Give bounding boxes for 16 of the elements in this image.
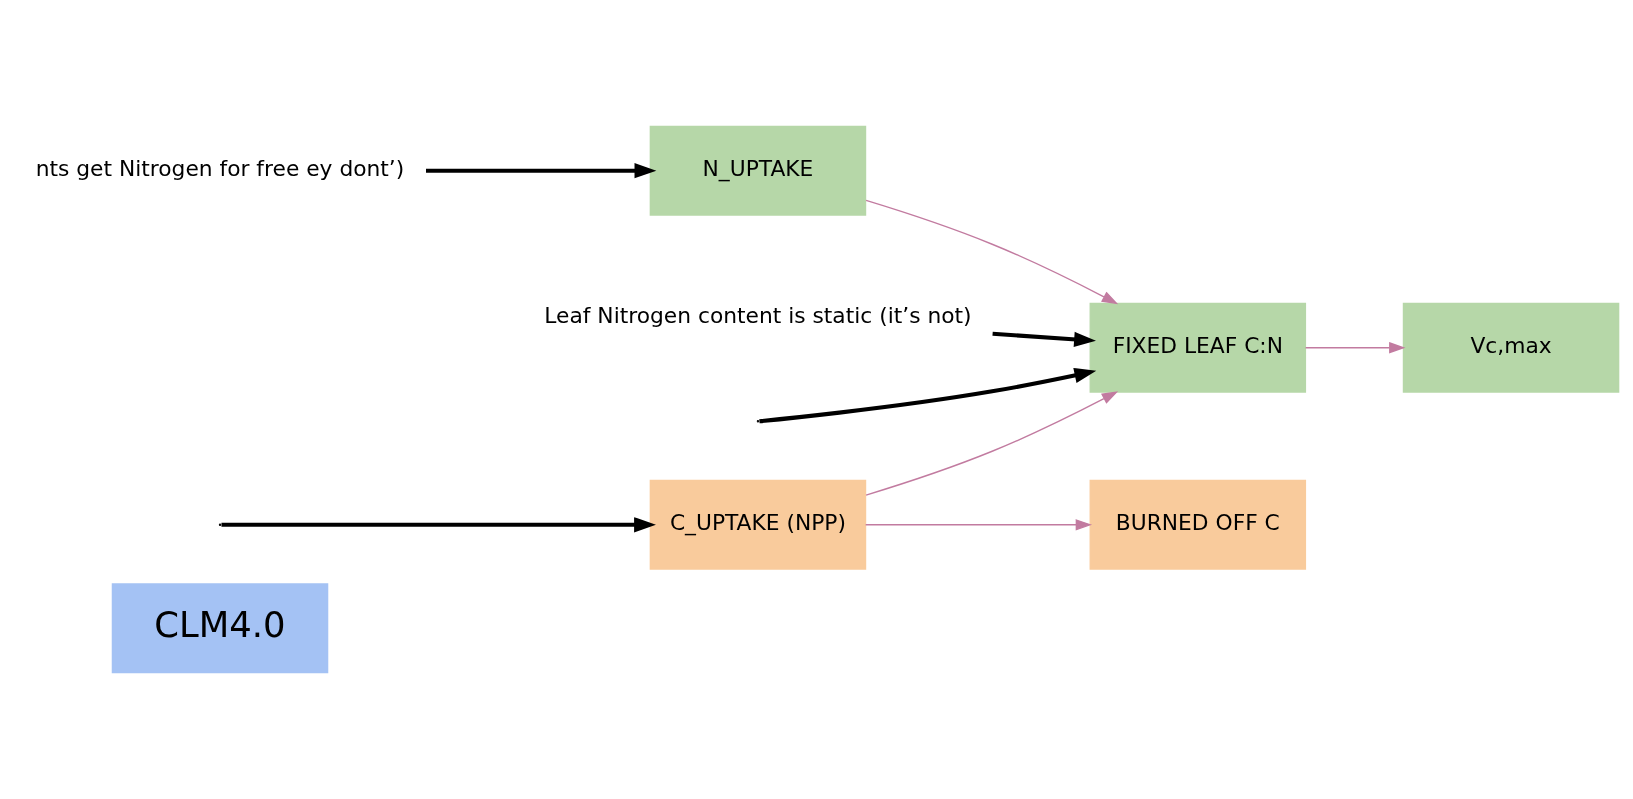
arrow xyxy=(221,517,656,533)
arrow xyxy=(1304,342,1406,354)
arrow xyxy=(426,163,657,179)
arrow xyxy=(865,199,1119,305)
arrow xyxy=(992,331,1096,347)
node-box: BURNED OFF C xyxy=(1089,479,1307,570)
node-box: C_UPTAKE (NPP) xyxy=(649,479,867,570)
arrow xyxy=(759,367,1097,424)
node-text: nts get Nitrogen for free ey dont’) xyxy=(35,155,405,181)
node-box: CLM4.0 xyxy=(111,583,329,674)
arrow xyxy=(865,391,1119,496)
node-text: Leaf Nitrogen content is static (it’s not) xyxy=(544,302,972,328)
node-box: Vc,max xyxy=(1402,302,1620,393)
node-box: FIXED LEAF C:N xyxy=(1089,302,1307,393)
node-box: N_UPTAKE xyxy=(649,125,867,216)
arrow xyxy=(865,519,1093,531)
